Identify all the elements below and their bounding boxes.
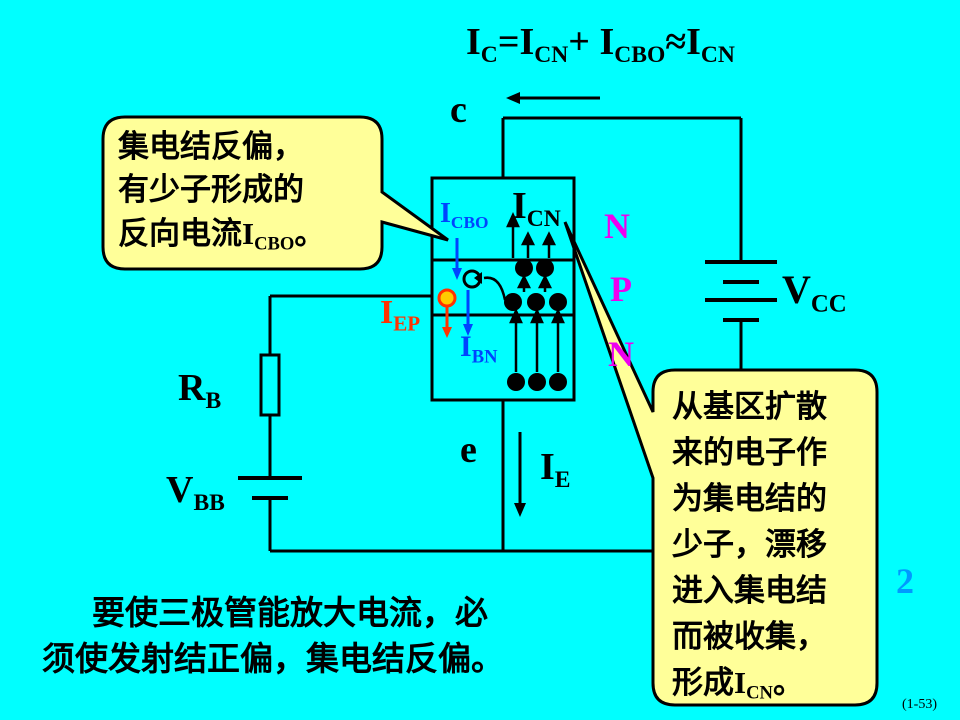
eq-sub-cn: CN xyxy=(534,42,569,69)
ibn-sub: BN xyxy=(471,346,498,368)
vbb-sub: BB xyxy=(193,490,225,517)
callout-left-sub: CBO xyxy=(254,233,295,255)
terminal-collector: c xyxy=(450,89,467,131)
electron xyxy=(515,259,533,277)
flow-arrow-head xyxy=(537,274,553,289)
electron xyxy=(527,293,545,311)
recombination-path xyxy=(483,276,507,301)
ic-arrow-head xyxy=(506,92,520,104)
callout-right-bubble xyxy=(563,221,879,707)
eq-sub-cn: CN xyxy=(700,42,735,69)
flow-arrow-head xyxy=(530,307,544,324)
label-vcc: VCC xyxy=(782,266,847,319)
callout-right-prefix: 形成 xyxy=(672,665,734,701)
icn-sub: CN xyxy=(526,206,561,233)
callout-left-bubble xyxy=(101,115,449,271)
icbo-sub: CBO xyxy=(450,213,489,233)
callout-right-line: 少子，漂移 xyxy=(672,527,827,563)
conclusion-text: 要使三极管能放大电流，必 须使发射结正偏，集电结反偏。 xyxy=(42,590,504,682)
vcc-main: V xyxy=(782,267,811,312)
label-iep: IEP xyxy=(380,294,420,336)
eq-sub-cbo: CBO xyxy=(614,42,666,69)
callout-right-sub: CN xyxy=(746,682,773,704)
ibn-i: I xyxy=(460,330,472,363)
rb-sub: B xyxy=(205,388,222,415)
eq-i: I xyxy=(599,21,615,63)
electron-flow-arrows xyxy=(506,211,565,372)
electrons xyxy=(504,259,567,391)
terminal-emitter: e xyxy=(460,429,477,471)
eq-i: I xyxy=(466,21,481,63)
callout-right-line: 而被收集， xyxy=(672,619,827,655)
hole-iep xyxy=(437,288,457,308)
callout-right-suffix: 。 xyxy=(772,665,804,701)
callout-right-i: I xyxy=(734,665,747,700)
electron xyxy=(504,293,522,311)
conclusion-line: 须使发射结正偏，集电结反偏。 xyxy=(42,639,504,678)
electron xyxy=(507,373,525,391)
recombination-arrow-head xyxy=(474,272,482,284)
label-vbb: VBB xyxy=(166,468,225,517)
callout-left-suffix: 。 xyxy=(294,216,326,252)
electron xyxy=(549,373,567,391)
label-ibn: IBN xyxy=(460,330,498,369)
ie-i: I xyxy=(540,446,555,488)
eq-equals: = xyxy=(497,21,520,63)
page-number: 2 xyxy=(896,561,914,601)
callout-right-line: 来的电子作 xyxy=(672,435,827,471)
callout-right-text: 从基区扩散 来的电子作 为集电结的 少子，漂移 进入集电结 而被收集， 形成IC… xyxy=(672,384,827,717)
flow-arrow-head xyxy=(520,231,536,246)
iep-arrow-head xyxy=(442,327,452,338)
callout-left-line: 集电结反偏， xyxy=(118,129,304,165)
resistor-rb xyxy=(259,353,281,417)
label-icn: ICN xyxy=(512,184,561,233)
eq-approx: ≈ xyxy=(665,21,687,63)
flow-arrow-head xyxy=(506,211,520,228)
icbo-arrow-head xyxy=(452,268,462,280)
flow-arrow-head xyxy=(509,307,523,324)
label-rb: RB xyxy=(178,366,221,415)
ie-arrow-head xyxy=(514,503,526,517)
equation-ic: IC=ICN+ ICBO≈ICN xyxy=(466,20,735,69)
iep-i: I xyxy=(380,294,394,331)
label-icbo: ICBO xyxy=(440,198,489,233)
eq-plus: + xyxy=(568,21,600,63)
flow-arrow-head xyxy=(516,274,532,289)
rb-main: R xyxy=(178,367,206,409)
callout-left-text: 集电结反偏， 有少子形成的 反向电流ICBO。 xyxy=(118,126,325,266)
callout-right-line: 从基区扩散 xyxy=(672,389,827,425)
flow-arrow-head xyxy=(541,231,557,246)
iep-sub: EP xyxy=(393,311,421,336)
eq-i: I xyxy=(519,21,535,63)
icn-i: I xyxy=(512,185,527,227)
vbb-main: V xyxy=(166,469,194,511)
callout-right-line: 形成ICN。 xyxy=(672,660,827,717)
region-collector-n: N xyxy=(604,206,630,246)
label-ie: IE xyxy=(540,445,571,494)
vcc-sub: CC xyxy=(810,290,847,318)
callout-left-line: 有少子形成的 xyxy=(118,172,304,208)
circuit-wires xyxy=(268,116,743,553)
region-base-p: P xyxy=(610,269,632,309)
callout-left-i: I xyxy=(242,216,255,251)
ie-sub: E xyxy=(554,467,571,494)
slide-ref: (1-53) xyxy=(902,697,937,712)
conclusion-line: 要使三极管能放大电流，必 xyxy=(92,593,488,632)
electron xyxy=(536,259,554,277)
callout-left-prefix: 反向电流 xyxy=(118,216,242,252)
electron xyxy=(549,293,567,311)
flow-arrow-head xyxy=(551,307,565,324)
callout-right-line: 进入集电结 xyxy=(672,573,827,609)
eq-i: I xyxy=(686,21,701,63)
ibn-arrow-head xyxy=(463,324,473,336)
callout-right-line: 为集电结的 xyxy=(672,481,827,517)
electron xyxy=(528,373,546,391)
callout-left-line: 反向电流ICBO。 xyxy=(118,212,325,266)
eq-sub-c: C xyxy=(480,42,498,69)
icbo-i: I xyxy=(440,198,451,229)
region-emitter-n: N xyxy=(608,334,634,374)
